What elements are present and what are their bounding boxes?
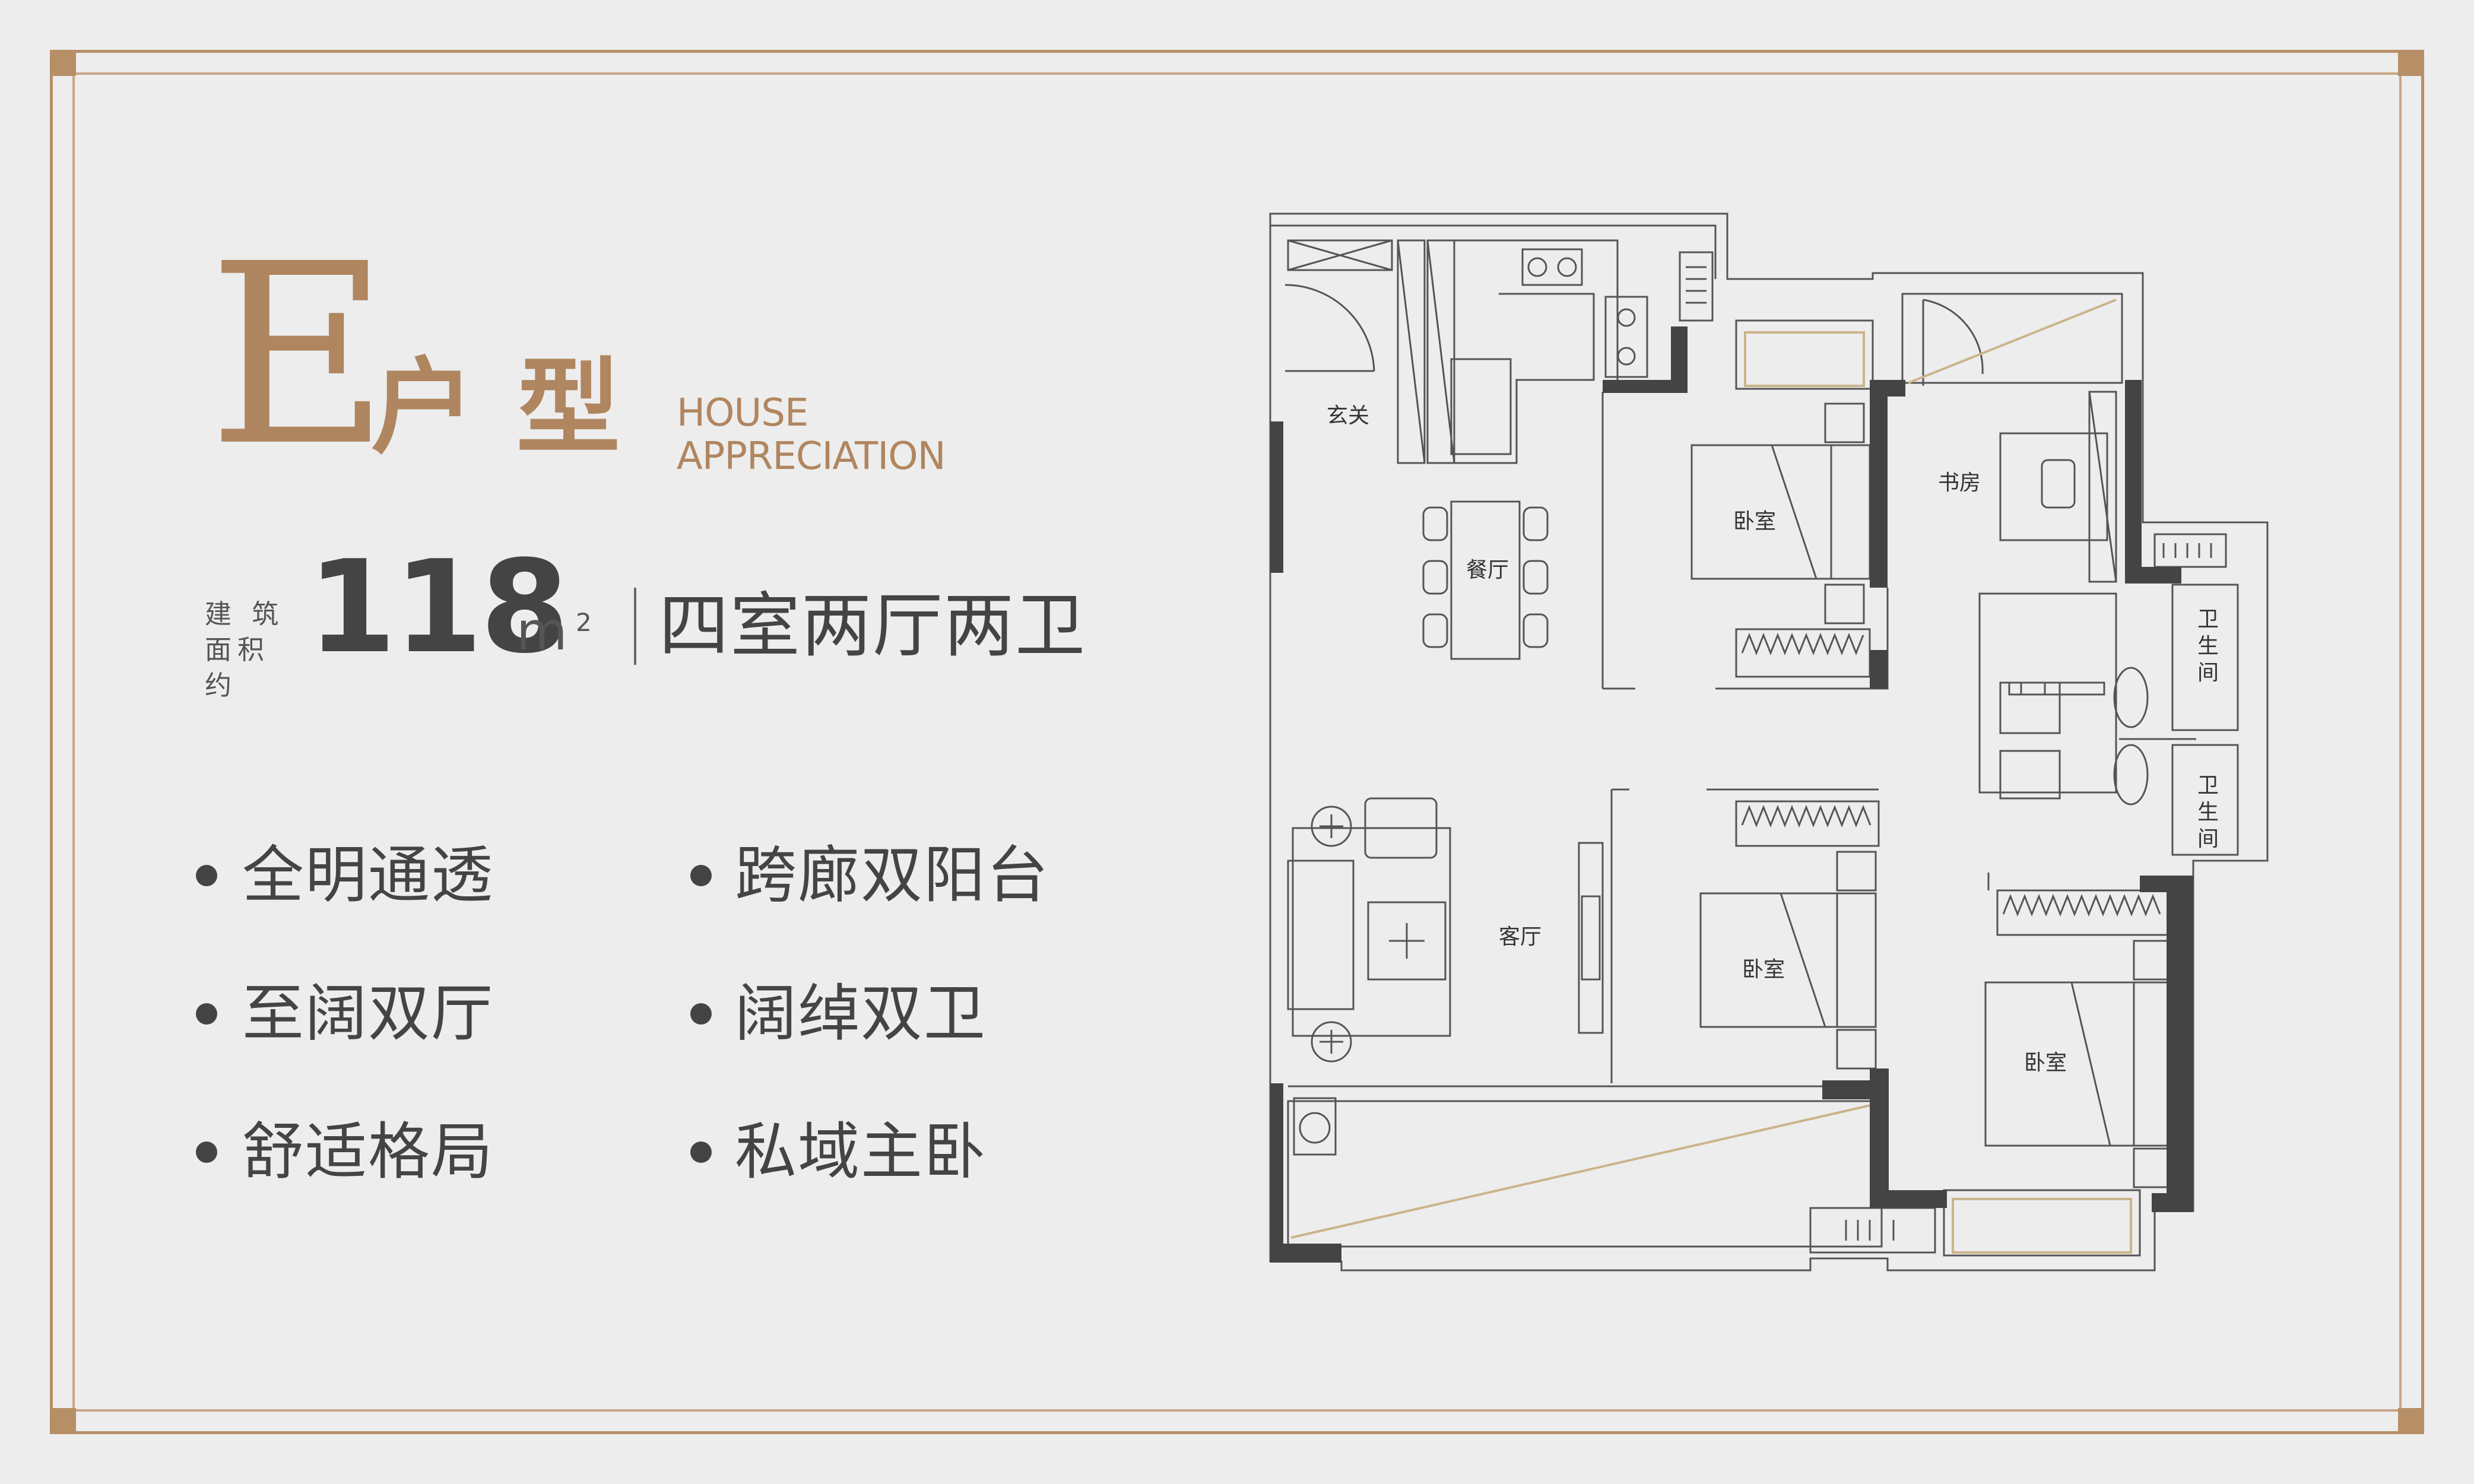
bullet-dot (690, 1141, 712, 1163)
english-title: HOUSE APPRECIATION (677, 391, 946, 478)
room-label-entrance: 玄关 (1327, 404, 1369, 428)
unit-type-title: 户型 (371, 348, 662, 468)
frame-corner-tr (2398, 50, 2424, 76)
area-value: 118 (307, 532, 569, 681)
unit-type-letter: E (208, 211, 390, 501)
area-label-line2: 面积约 (205, 634, 271, 701)
bathroom-label-char: 卫 (2197, 773, 2219, 798)
bathroom-label-char: 间 (2197, 827, 2219, 851)
inner-frame (72, 72, 2402, 1412)
area-unit-superscript: 2 (576, 608, 592, 637)
english-title-line1: HOUSE (677, 391, 808, 435)
bathroom-label-char: 卫 (2197, 607, 2219, 632)
bullet-dot (690, 1003, 712, 1025)
bullet-dot (690, 865, 712, 886)
outer-frame (50, 50, 2424, 1434)
feature-item: 舒适格局 (242, 1115, 494, 1188)
frame-corner-tl (50, 50, 76, 76)
area-label-line1: 建 筑 (205, 598, 285, 630)
bathroom-label-char: 生 (2197, 634, 2219, 658)
room-label-study: 书房 (1938, 471, 1981, 495)
english-title-line2: APPRECIATION (677, 435, 946, 478)
bathroom-label-char: 间 (2197, 661, 2219, 685)
bullet-dot (196, 1003, 217, 1025)
room-label-bedroom: 卧室 (2024, 1051, 2067, 1075)
feature-item: 阔绰双卫 (735, 977, 987, 1049)
frame-corner-br (2398, 1408, 2424, 1434)
feature-item: 跨廊双阳台 (735, 839, 1050, 911)
separator (634, 588, 636, 665)
room-label-living: 客厅 (1499, 925, 1542, 949)
room-label-bedroom: 卧室 (1742, 957, 1785, 982)
feature-item: 至阔双厅 (242, 977, 494, 1049)
area-label: 建 筑 面积约 (205, 597, 294, 703)
feature-item: 全明通透 (242, 839, 494, 911)
feature-item: 私域主卧 (735, 1115, 987, 1188)
area-unit: m (516, 601, 567, 662)
bathroom-label-char: 生 (2197, 800, 2219, 825)
room-label-bedroom: 卧室 (1733, 509, 1776, 534)
layout-type: 四室两厅两卫 (659, 585, 1087, 667)
frame-corner-bl (50, 1408, 76, 1434)
bullet-dot (196, 1141, 217, 1163)
bullet-dot (196, 865, 217, 886)
room-label-dining: 餐厅 (1466, 558, 1509, 582)
